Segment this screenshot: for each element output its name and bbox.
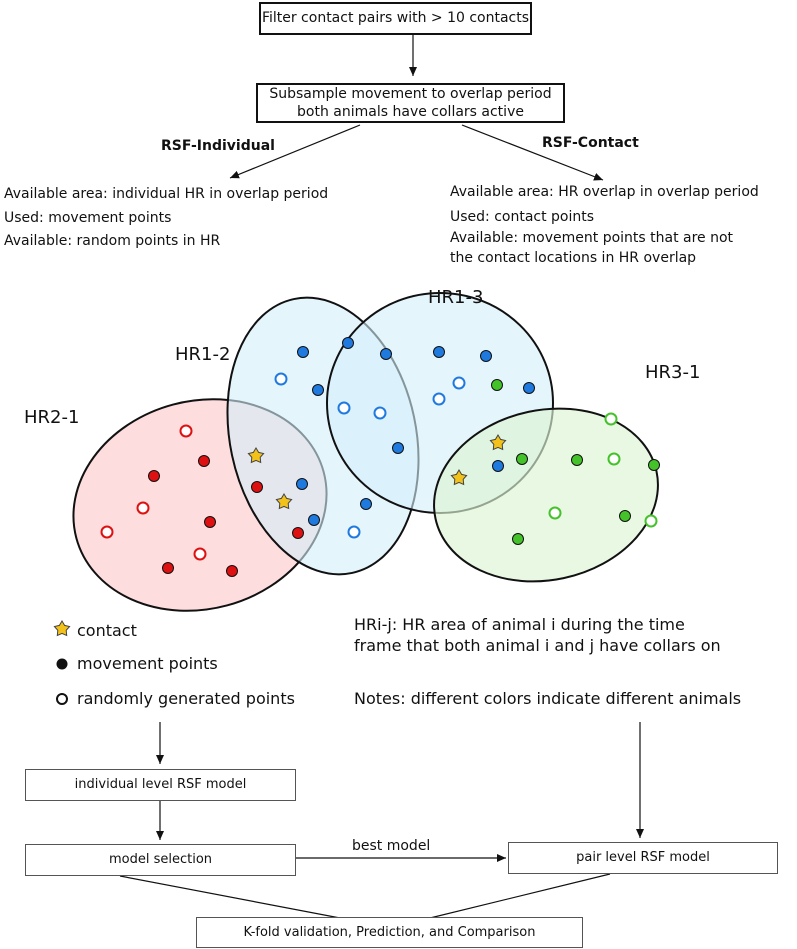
hr-definition-line-1: HRi-j: HR area of animal i during the ti… [354, 615, 685, 634]
contact-star-icon [247, 447, 265, 464]
random-point [548, 506, 562, 520]
hr3-1-points [491, 379, 660, 545]
movement-point [342, 337, 354, 349]
subsample-box: Subsample movement to overlap period bot… [256, 83, 565, 123]
random-point [274, 372, 288, 386]
movement-point [648, 459, 660, 471]
line-selection-to-validation [119, 875, 341, 919]
hr1-3-label: HR1-3 [428, 287, 484, 308]
rsf-contact-line-1: Available area: HR overlap in overlap pe… [450, 184, 759, 200]
legend-contact-label: contact [77, 621, 137, 640]
movement-point [360, 498, 372, 510]
random-point [607, 452, 621, 466]
hr3-1-ellipse [433, 407, 659, 583]
movement-point [251, 481, 263, 493]
movement-point [297, 346, 309, 358]
movement-point [380, 348, 392, 360]
movement-point [516, 453, 528, 465]
rsf-contact-line-3: Available: movement points that are not [450, 230, 734, 246]
rsf-contact-line-2: Used: contact points [450, 209, 595, 225]
random-point [432, 392, 446, 406]
movement-point [523, 382, 535, 394]
best-model-label: best model [352, 838, 431, 854]
movement-point [312, 384, 324, 396]
validation-label: K-fold validation, Prediction, and Compa… [243, 925, 536, 940]
hr2-1-label: HR2-1 [24, 407, 80, 428]
contact-stars [247, 434, 507, 510]
random-point [100, 525, 114, 539]
model-selection-box: model selection [25, 844, 296, 876]
movement-point [308, 514, 320, 526]
movement-point [198, 455, 210, 467]
contact-star-icon [489, 434, 507, 451]
pair-model-label: pair level RSF model [576, 850, 710, 865]
hr-definition-line-2: frame that both animal i and j have coll… [354, 636, 721, 655]
colors-note: Notes: different colors indicate differe… [354, 689, 742, 708]
movement-point [571, 454, 583, 466]
movement-point [492, 460, 504, 472]
movement-point [296, 478, 308, 490]
rsf-contact-title: RSF-Contact [542, 135, 639, 151]
legend-contact-star-icon [53, 620, 71, 637]
validation-box: K-fold validation, Prediction, and Compa… [196, 917, 583, 948]
random-point [347, 525, 361, 539]
movement-point [204, 516, 216, 528]
random-point [452, 376, 466, 390]
subsample-line-1: Subsample movement to overlap period [269, 86, 552, 102]
movement-point [162, 562, 174, 574]
arrow-to-rsf-individual [229, 124, 361, 179]
hr1-2-label: HR1-2 [175, 344, 231, 365]
legend-movement-label: movement points [77, 654, 218, 673]
arrow-to-rsf-contact [461, 124, 604, 181]
movement-point [292, 527, 304, 539]
movement-point [619, 510, 631, 522]
hr3-1-label: HR3-1 [645, 362, 701, 383]
random-point [136, 501, 150, 515]
rsf-contact-line-4: the contact locations in HR overlap [450, 250, 697, 266]
individual-model-label: individual level RSF model [74, 777, 247, 792]
contact-star-icon [275, 493, 293, 510]
random-point [337, 401, 351, 415]
legend-random-circle-icon [56, 693, 68, 705]
random-point [604, 412, 618, 426]
random-point [644, 514, 658, 528]
movement-point [491, 379, 503, 391]
individual-model-box: individual level RSF model [25, 769, 296, 801]
legend-random-label: randomly generated points [77, 689, 295, 708]
movement-point [512, 533, 524, 545]
filter-box: Filter contact pairs with > 10 contacts [259, 2, 532, 35]
hr1-points [274, 337, 535, 539]
contact-star-icon [450, 469, 468, 486]
rsf-individual-title: RSF-Individual [161, 138, 275, 154]
movement-point [480, 350, 492, 362]
hr2-1-points [100, 424, 304, 577]
movement-point [226, 565, 238, 577]
rsf-individual-line-3: Available: random points in HR [4, 233, 221, 249]
legend-movement-dot-icon [56, 658, 68, 670]
subsample-line-2: both animals have collars active [297, 103, 524, 120]
movement-point [392, 442, 404, 454]
line-pair-model-to-validation [429, 873, 611, 919]
random-point [193, 547, 207, 561]
filter-text: Filter contact pairs with > 10 contacts [261, 10, 530, 26]
rsf-individual-line-2: Used: movement points [4, 210, 172, 226]
movement-point [148, 470, 160, 482]
model-selection-label: model selection [108, 852, 213, 867]
rsf-individual-line-1: Available area: individual HR in overlap… [4, 186, 329, 202]
random-point [179, 424, 193, 438]
pair-model-box: pair level RSF model [508, 842, 778, 874]
movement-point [433, 346, 445, 358]
random-point [373, 406, 387, 420]
